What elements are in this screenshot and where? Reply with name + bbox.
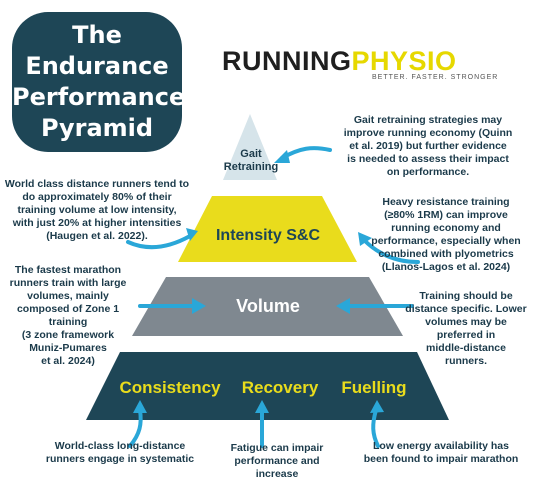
note-intensity-line: training volume at low intensity,: [17, 204, 177, 216]
note-volume-right-line: distance specific. Lower: [405, 303, 527, 315]
base-label-consistency: Consistency: [119, 378, 221, 397]
tier-gait-label-line2: Retraining: [223, 161, 279, 173]
note-intensity-line: do approximately 80% of their: [22, 191, 172, 203]
note-intensity-line: with just 20% at higher intensities: [12, 217, 182, 229]
note-gait-line: is needed to assess their impact: [347, 153, 509, 165]
note-fuelling: Low energy availability has been found t…: [352, 440, 530, 466]
logo-word-physio: PHYSIO: [351, 46, 457, 76]
arrowhead-fuelling: [370, 400, 384, 413]
note-volume-left-line: et al. 2024): [41, 355, 95, 367]
note-gait-line: on performance.: [386, 166, 470, 178]
note-sc-line: (≥80% 1RM) can improve: [384, 209, 508, 221]
arrow-gait: [280, 146, 332, 160]
note-volume-left-line: The fastest marathon: [14, 264, 122, 276]
note-volume-right-line: volumes may be: [425, 316, 507, 328]
note-intensity-line: (Haugen et al. 2022).: [46, 230, 148, 242]
note-volume-left-line: runners train with large: [9, 277, 127, 289]
logo-word-running: RUNNING: [222, 46, 352, 76]
arrowhead-intensity-left: [186, 228, 198, 241]
title-line-3: Performance: [12, 83, 186, 111]
note-recovery-line: Fatigue can impair: [230, 442, 324, 454]
title-badge: The Endurance Performance Pyramid: [12, 12, 186, 152]
tier-volume-label: Volume: [236, 296, 300, 316]
tier-intensity: [178, 196, 357, 262]
arrow-intensity-left: [126, 234, 192, 250]
tier-intensity-label: Intensity S&C: [215, 227, 320, 244]
note-gait-line: improve running economy (Quinn: [343, 127, 513, 139]
title-line-2: Endurance: [25, 52, 169, 80]
arrowhead-gait: [274, 150, 290, 163]
note-volume-left: The fastest marathon runners train with …: [4, 264, 132, 368]
base-label-recovery: Recovery: [241, 378, 319, 397]
note-consistency-line: runners engage in systematic: [45, 453, 195, 465]
arrow-fuelling: [371, 408, 380, 448]
arrowhead-volume-left: [192, 298, 206, 314]
note-volume-left-line: volumes, mainly: [27, 290, 109, 302]
arrowhead-volume-right: [336, 298, 350, 314]
note-sc-line: combined with plyometrics: [378, 248, 514, 260]
tier-gait-label-line1: Gait: [240, 148, 262, 160]
tier-volume: [132, 277, 403, 336]
arrow-sc-right: [362, 238, 420, 264]
arrowhead-recovery: [255, 400, 269, 413]
note-volume-right-line: middle-distance: [426, 342, 506, 354]
note-volume-right-line: preferred in: [436, 329, 496, 341]
note-volume-right-line: runners.: [444, 355, 487, 367]
note-consistency: World-class long-distance runners engage…: [40, 440, 200, 466]
note-volume-left-line: training: [48, 316, 88, 328]
title-line-4: Pyramid: [40, 114, 154, 142]
note-gait-line: Gait retraining strategies may: [353, 114, 503, 126]
arrowhead-consistency: [133, 400, 147, 413]
arrow-consistency: [128, 408, 143, 448]
note-recovery-line: performance and increase: [234, 455, 320, 480]
tier-gait-label: Gait Retraining: [223, 148, 279, 174]
note-sc-line: (Llanos-Lagos et al. 2024): [381, 261, 511, 273]
logo: RUNNINGPHYSIO: [222, 46, 457, 77]
arrowhead-sc-right: [358, 232, 372, 246]
note-intensity-left: World class distance runners tend to do …: [2, 178, 192, 243]
tier-base: [86, 352, 449, 420]
note-consistency-line: World-class long-distance: [54, 440, 186, 452]
title-line-1: The: [72, 21, 122, 49]
note-gait-line: et al. 2019) but further evidence: [349, 140, 507, 152]
note-sc-line: running economy and: [391, 222, 501, 234]
note-sc-right: Heavy resistance training (≥80% 1RM) can…: [362, 196, 530, 274]
note-sc-line: performance, especially when: [371, 235, 521, 247]
pyramid-graphic: [86, 114, 449, 448]
note-gait: Gait retraining strategies may improve r…: [333, 114, 523, 179]
note-volume-right: Training should be distance specific. Lo…: [400, 290, 532, 368]
logo-tagline: BETTER. FASTER. STRONGER: [372, 74, 499, 81]
note-fuelling-line: Low energy availability has: [373, 440, 509, 452]
note-volume-left-line: Muniz-Pumares: [29, 342, 107, 354]
note-volume-left-line: (3 zone framework: [21, 329, 115, 341]
note-fuelling-line: been found to impair marathon: [363, 453, 519, 465]
note-volume-right-line: Training should be: [419, 290, 513, 302]
note-intensity-line: World class distance runners tend to: [4, 178, 190, 190]
tier-gait-retraining: [223, 114, 277, 180]
note-volume-left-line: composed of Zone 1: [16, 303, 120, 315]
note-sc-line: Heavy resistance training: [382, 196, 510, 208]
base-label-fuelling: Fuelling: [341, 378, 407, 397]
